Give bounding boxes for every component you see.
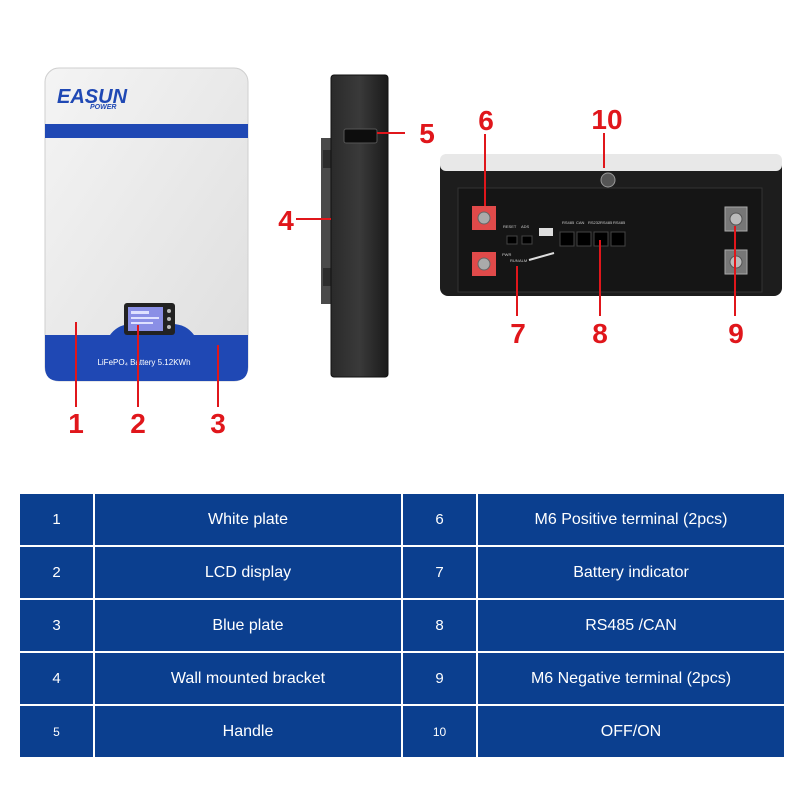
svg-text:ADS: ADS [521,224,530,229]
callout-4: 4 [278,205,294,236]
svg-text:RS485: RS485 [562,220,575,225]
callout-9: 9 [728,318,744,349]
svg-text:RUN: RUN [510,258,519,263]
part-description: OFF/ON [476,704,786,759]
table-row: 3 Blue plate 8 RS485 /CAN [18,598,786,653]
lcd-display [124,303,175,335]
parts-table: 1 White plate 6 M6 Positive terminal (2p… [18,492,786,759]
part-number: 7 [401,545,478,600]
rs485-can-port [559,231,575,247]
svg-text:RS485: RS485 [613,220,626,225]
part-number: 4 [18,651,95,706]
blue-plate [45,324,248,381]
table-row: 5 Handle 10 OFF/ON [18,704,786,759]
part-number: 6 [401,492,478,547]
svg-text:PWR: PWR [502,252,511,257]
part-description: Wall mounted bracket [93,651,403,706]
part-number: 2 [18,545,95,600]
svg-text:RS232: RS232 [588,220,601,225]
part-number: 5 [18,704,95,759]
product-diagram: EASUN POWER LiFePO₄ Battery 5.12KWh 1 2 … [44,67,782,439]
part-description: M6 Positive terminal (2pcs) [476,492,786,547]
table-row: 4 Wall mounted bracket 9 M6 Negative ter… [18,651,786,706]
part-number: 10 [401,704,478,759]
table-row: 2 LCD display 7 Battery indicator [18,545,786,600]
part-number: 8 [401,598,478,653]
svg-text:ALM: ALM [519,258,527,263]
callout-7: 7 [510,318,526,349]
svg-text:CAN: CAN [576,220,585,225]
battery-indicator [528,252,555,261]
brand-logo-sub: POWER [90,104,116,111]
off-on-switch [600,172,616,188]
part-description: White plate [93,492,403,547]
wall-mounted-bracket [321,138,333,304]
port-panel: RESET ADS RS485 CAN RS232 RS485 RS485 PW… [502,220,626,263]
part-number: 1 [18,492,95,547]
callout-10: 10 [591,104,622,135]
part-description: Battery indicator [476,545,786,600]
callout-6: 6 [478,105,494,136]
svg-text:RESET: RESET [503,224,517,229]
product-label: LiFePO₄ Battery 5.12KWh [97,358,190,367]
callout-1: 1 [68,408,84,439]
part-number: 3 [18,598,95,653]
callout-8: 8 [592,318,608,349]
svg-text:RS485: RS485 [600,220,613,225]
handle [343,128,378,144]
brand-logo: EASUN [57,86,128,108]
part-number: 9 [401,651,478,706]
part-description: M6 Negative terminal (2pcs) [476,651,786,706]
part-description: Handle [93,704,403,759]
battery-front-view: EASUN POWER LiFePO₄ Battery 5.12KWh 1 2 … [44,67,249,439]
callout-5: 5 [419,118,435,149]
part-description: RS485 /CAN [476,598,786,653]
part-description: Blue plate [93,598,403,653]
top-blue-stripe [45,124,248,138]
callout-3: 3 [210,408,226,439]
battery-top-view: RESET ADS RS485 CAN RS232 RS485 RS485 PW… [440,104,782,349]
side-casing [330,74,389,378]
battery-side-view: 4 5 [278,74,435,378]
table-row: 1 White plate 6 M6 Positive terminal (2p… [18,492,786,547]
part-description: LCD display [93,545,403,600]
callout-2: 2 [130,408,146,439]
